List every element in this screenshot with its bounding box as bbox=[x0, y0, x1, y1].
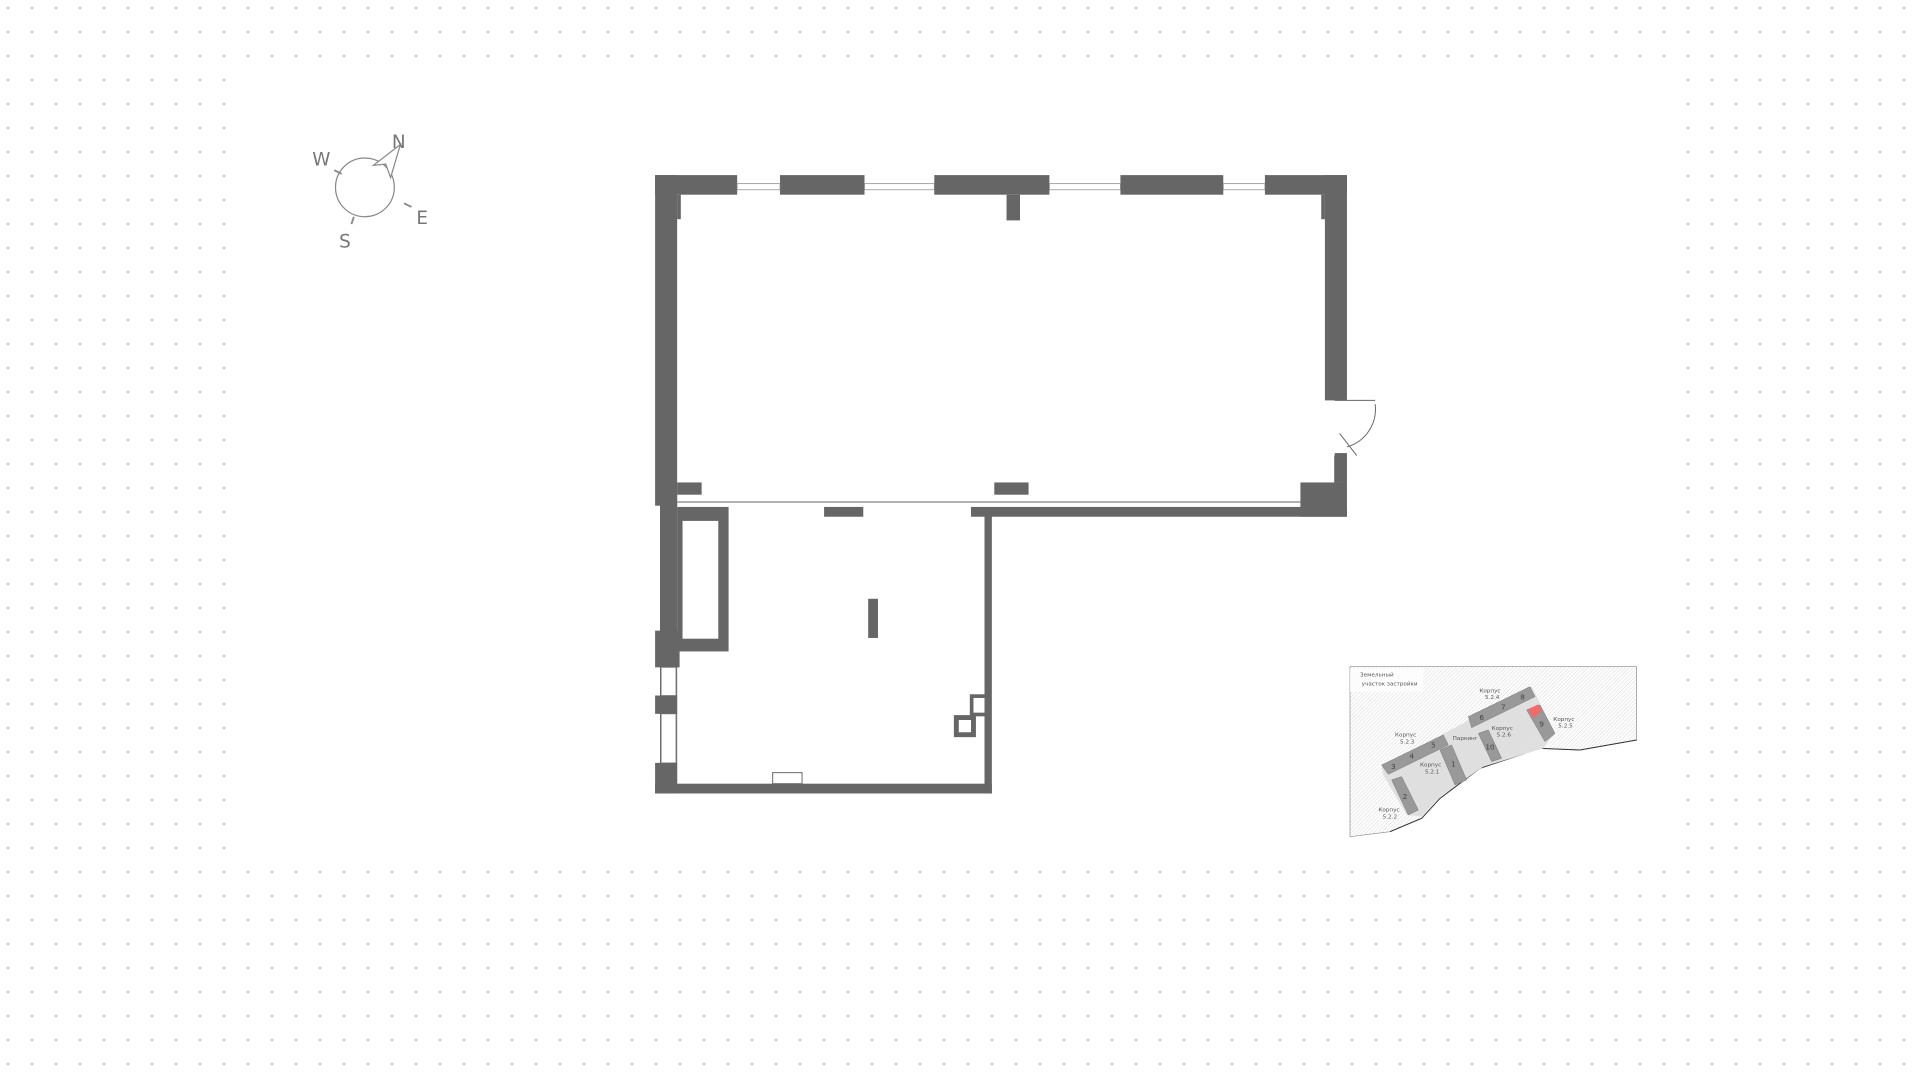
building-code-5-2-6: 5.2.6 bbox=[1497, 733, 1512, 739]
site-area bbox=[1381, 686, 1555, 817]
building-label-5-2-2: Корпус bbox=[1378, 808, 1399, 814]
compass-rose: N W E S bbox=[312, 132, 428, 252]
highlighted-unit-marker bbox=[1528, 704, 1542, 719]
section-number: 6 bbox=[1479, 713, 1484, 722]
building-code-5-2-5: 5.2.5 bbox=[1558, 724, 1573, 730]
section-number: 10 bbox=[1485, 742, 1495, 751]
compass-west-label: W bbox=[312, 149, 330, 170]
window bbox=[864, 183, 935, 191]
building-label-5-2-6: Корпус bbox=[1492, 726, 1513, 732]
site-plan-minimap[interactable]: Земельный участок застройки Паркинг Корп… bbox=[1349, 666, 1637, 838]
building-label-5-2-1: Корпус bbox=[1420, 763, 1441, 769]
section-number: 3 bbox=[1391, 762, 1396, 771]
window bbox=[660, 666, 677, 696]
building-code-5-2-2: 5.2.2 bbox=[1383, 814, 1398, 820]
compass-south-label: S bbox=[339, 231, 351, 252]
section-number: 4 bbox=[1409, 751, 1414, 760]
building-section-10[interactable] bbox=[1477, 729, 1502, 762]
entrance-door[interactable] bbox=[1334, 404, 1376, 483]
apartment-floor-plan bbox=[655, 175, 1376, 794]
window bbox=[1222, 183, 1266, 191]
parking-label: Паркинг bbox=[1453, 736, 1478, 742]
land-plot-label: Земельный bbox=[1360, 672, 1394, 679]
north-arrow-icon bbox=[371, 142, 402, 180]
building-label-5-2-4: Корпус bbox=[1479, 688, 1500, 694]
section-number: 2 bbox=[1403, 792, 1408, 801]
compass-north-label: N bbox=[392, 132, 406, 153]
section-number: 9 bbox=[1539, 720, 1544, 729]
section-number: 1 bbox=[1451, 760, 1456, 769]
column bbox=[868, 598, 878, 638]
building-section-2[interactable] bbox=[1391, 776, 1419, 816]
section-number: 7 bbox=[1501, 702, 1506, 711]
exterior-wall-east bbox=[1300, 175, 1376, 517]
building-section-1[interactable] bbox=[1439, 744, 1467, 786]
building-code-5-2-1: 5.2.1 bbox=[1425, 769, 1440, 775]
section-number: 8 bbox=[1520, 692, 1525, 701]
building-label-5-2-3: Корпус bbox=[1395, 733, 1416, 739]
building-code-5-2-3: 5.2.3 bbox=[1400, 739, 1415, 745]
building-block-6-7-8[interactable] bbox=[1468, 686, 1536, 729]
land-plot-label: участок застройки bbox=[1362, 681, 1418, 688]
lower-room bbox=[655, 494, 992, 794]
building-block-3-4-5[interactable] bbox=[1381, 734, 1449, 775]
building-label-5-2-5: Корпус bbox=[1553, 717, 1574, 723]
window bbox=[1049, 183, 1121, 191]
section-number: 5 bbox=[1431, 741, 1436, 750]
window bbox=[736, 183, 781, 191]
exterior-wall-west bbox=[655, 175, 678, 506]
window bbox=[660, 713, 677, 764]
building-code-5-2-4: 5.2.4 bbox=[1485, 695, 1500, 701]
compass-east-label: E bbox=[416, 208, 428, 229]
